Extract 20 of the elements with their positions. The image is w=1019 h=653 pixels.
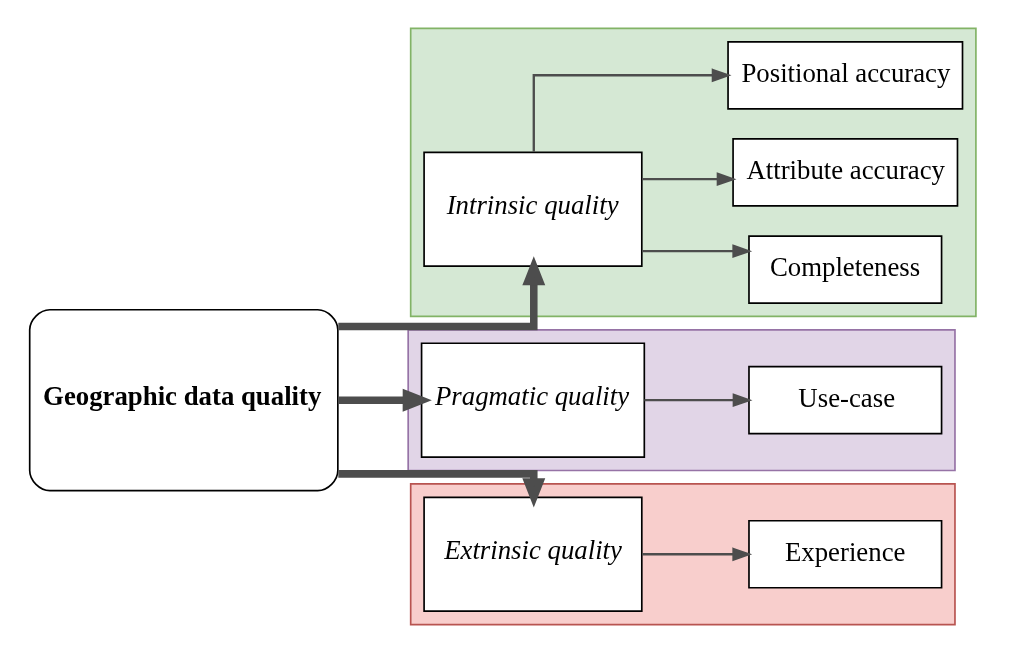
cluster [409,483,956,626]
arrow [644,393,753,408]
node-box: Experience [748,519,943,589]
arrow [642,244,753,259]
node-box: Extrinsic quality [423,496,643,613]
arrow [642,172,737,187]
arrow [642,547,753,562]
arrow [532,68,732,152]
node-box: Intrinsic quality [423,151,643,268]
cluster [409,27,977,318]
arrow [338,256,546,331]
arrow [338,470,546,508]
arrow [337,388,432,412]
node-box: Positional accuracy [727,40,964,110]
node-box: Attribute accuracy [732,138,959,207]
node-box: Completeness [748,235,943,304]
cluster [407,329,956,472]
node-box: Pragmatic quality [420,342,646,458]
node-box: Use-case [748,365,943,435]
node-box: Geographic data quality [28,308,339,492]
